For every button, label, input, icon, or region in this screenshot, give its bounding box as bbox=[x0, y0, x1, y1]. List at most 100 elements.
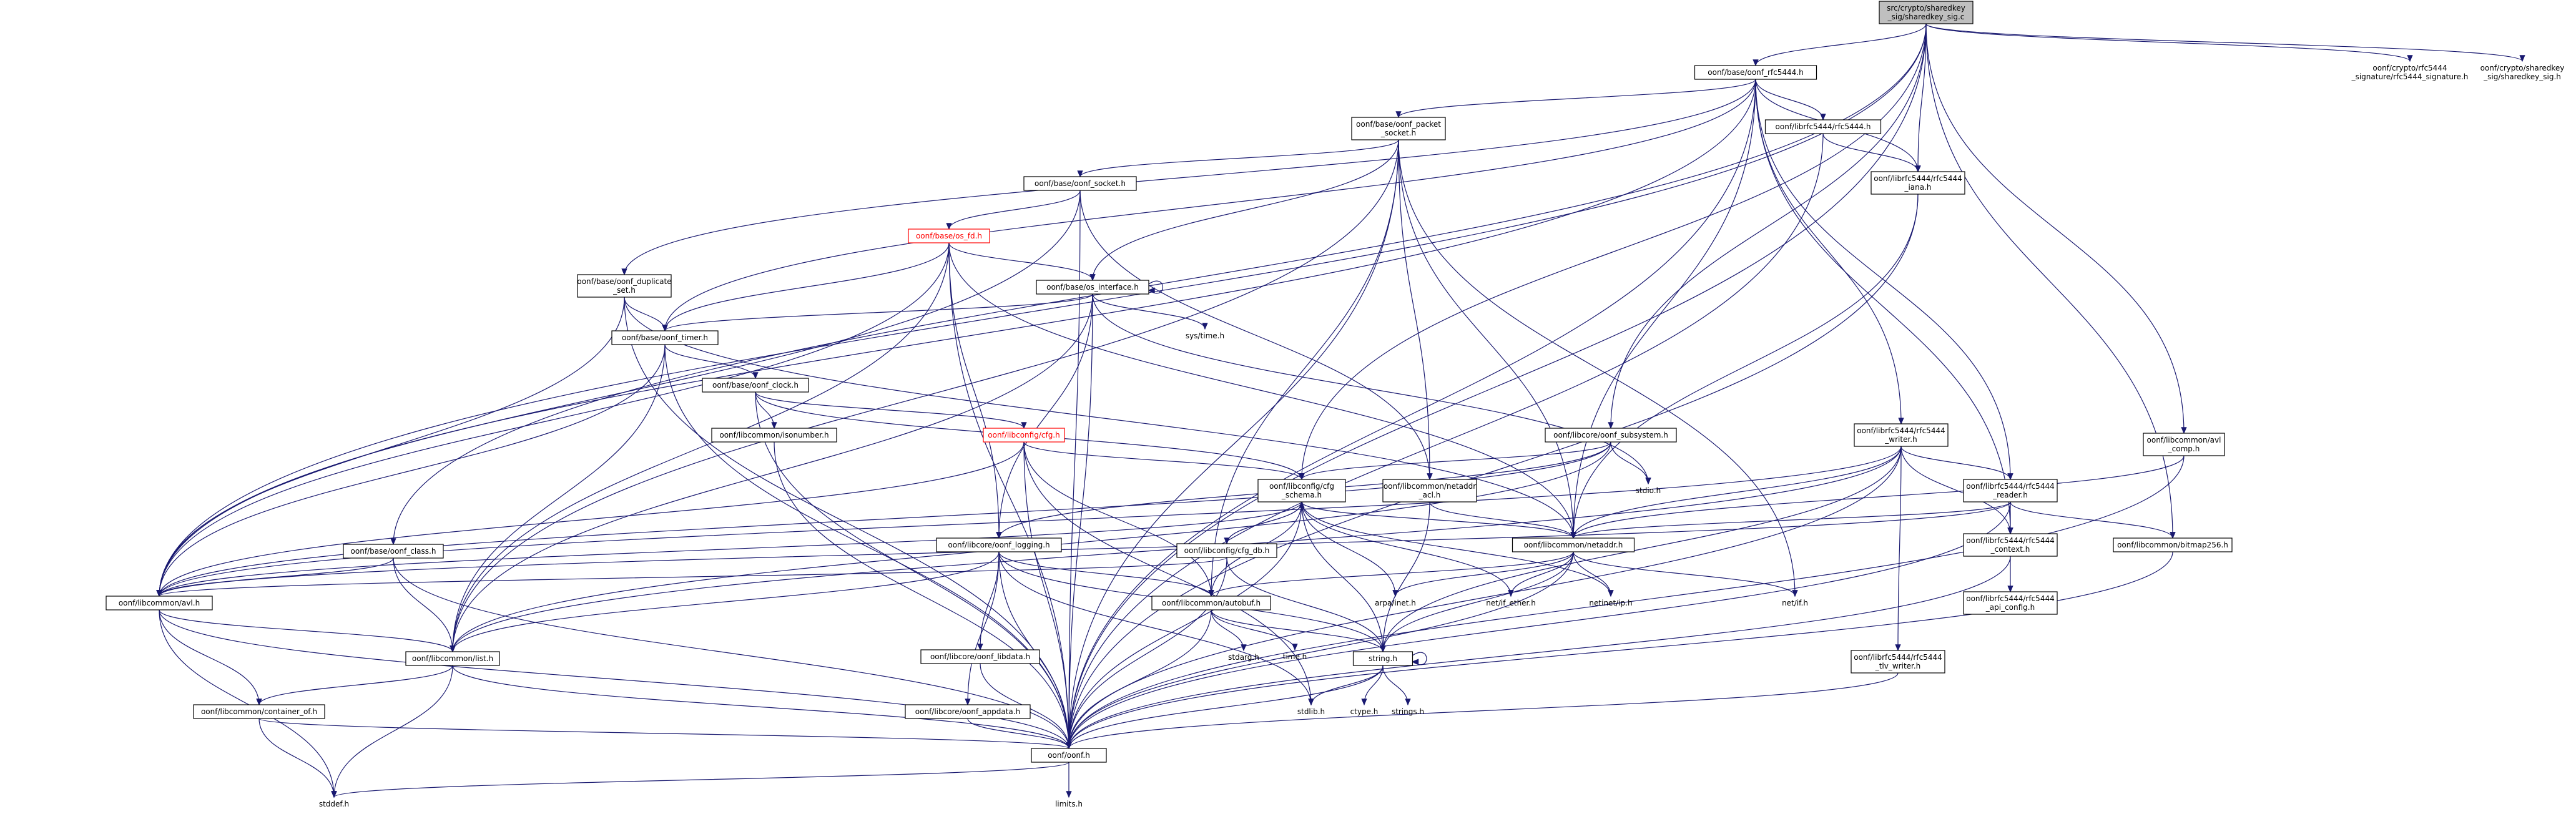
node-box bbox=[2143, 433, 2225, 456]
edge-root-to-sharedkeysig-arrowhead bbox=[2519, 55, 2525, 62]
node-label: _acl.h bbox=[1418, 491, 1441, 499]
edge-netaddracl-to-netaddr-arrowhead bbox=[1570, 532, 1576, 539]
edge-writer-to-reader-arrowhead bbox=[2007, 473, 2013, 481]
node-tlvwriter[interactable]: oonf/librfc5444/rfc5444_tlv_writer.h bbox=[1851, 650, 1945, 674]
edge-timer-to-clock bbox=[664, 344, 756, 379]
node-arpainet: arpa/inet.h bbox=[1375, 599, 1416, 607]
edge-netaddracl-to-string bbox=[1382, 501, 1430, 652]
node-timer[interactable]: oonf/base/oonf_timer.h bbox=[611, 330, 719, 345]
node-socket[interactable]: oonf/base/oonf_socket.h bbox=[1023, 176, 1137, 191]
node-box bbox=[983, 428, 1065, 443]
edge-cfgdb-to-cfgschema bbox=[1226, 501, 1302, 544]
edge-rfc5444h-to-iana-arrowhead bbox=[1915, 165, 1921, 173]
node-avl[interactable]: oonf/libcommon/avl.h bbox=[106, 596, 213, 610]
node-rfc5444sig: oonf/crypto/rfc5444_signature/rfc5444_si… bbox=[2351, 64, 2469, 81]
node-avlcomp[interactable]: oonf/libcommon/avl_comp.h bbox=[2143, 433, 2225, 456]
edge-rfc5444-to-timer bbox=[664, 79, 1756, 331]
node-netaddracl[interactable]: oonf/libcommon/netaddr_acl.h bbox=[1382, 479, 1477, 503]
edge-appdata-to-oonf bbox=[967, 718, 1069, 749]
node-box bbox=[908, 228, 990, 243]
node-box bbox=[1963, 533, 2058, 557]
node-class[interactable]: oonf/base/oonf_class.h bbox=[343, 544, 444, 559]
node-label: oonf/base/oonf_class.h bbox=[351, 547, 436, 556]
node-root[interactable]: src/crypto/sharedkey_sig/sharedkey_sig.c bbox=[1879, 1, 1974, 24]
node-osfd[interactable]: oonf/base/os_fd.h bbox=[908, 228, 990, 243]
node-box bbox=[920, 649, 1040, 664]
node-box bbox=[1963, 479, 2058, 503]
node-libdata[interactable]: oonf/libcore/oonf_libdata.h bbox=[920, 649, 1040, 664]
node-box bbox=[2113, 537, 2233, 552]
node-stdlib: stdlib.h bbox=[1297, 707, 1325, 716]
node-label: oonf/base/os_fd.h bbox=[916, 232, 982, 240]
node-cfg[interactable]: oonf/libconfig/cfg.h bbox=[983, 428, 1065, 443]
edge-socket-to-netaddracl bbox=[1079, 190, 1430, 480]
edge-logging-to-autobuf-arrowhead bbox=[1208, 590, 1214, 597]
edge-cfgdb-to-string bbox=[1226, 557, 1384, 652]
edge-socket-to-osfd-arrowhead bbox=[946, 223, 952, 230]
node-label: oonf/oonf.h bbox=[1048, 751, 1090, 760]
node-reader[interactable]: oonf/librfc5444/rfc5444_reader.h bbox=[1963, 479, 2058, 503]
node-label: time.h bbox=[1283, 652, 1307, 661]
node-label: _set.h bbox=[612, 286, 636, 295]
node-rfc5444[interactable]: oonf/base/oonf_rfc5444.h bbox=[1694, 65, 1817, 80]
edge-cfgschema-to-netinetip bbox=[1301, 501, 1611, 597]
node-subsystem[interactable]: oonf/libcore/oonf_subsystem.h bbox=[1545, 428, 1677, 443]
node-cfgdb[interactable]: oonf/libconfig/cfg_db.h bbox=[1176, 543, 1277, 558]
node-oonf[interactable]: oonf/oonf.h bbox=[1031, 748, 1107, 763]
edge-packetsocket-to-netaddracl bbox=[1398, 139, 1430, 480]
edge-root-to-avlcomp bbox=[1925, 23, 2185, 434]
edge-string-to-strings-arrowhead bbox=[1405, 699, 1411, 706]
edge-avlcomp-to-netaddr bbox=[1573, 455, 2185, 539]
edge-osfd-to-netaddr bbox=[948, 242, 1574, 539]
edge-rfc5444-to-rfc5444h bbox=[1755, 79, 1824, 120]
edge-cfgdb-to-avl bbox=[159, 557, 1227, 597]
edge-tlvwriter-to-oonf bbox=[1068, 672, 1899, 749]
node-logging[interactable]: oonf/libcore/oonf_logging.h bbox=[936, 537, 1062, 552]
node-rfc5444h[interactable]: oonf/librfc5444/rfc5444.h bbox=[1764, 119, 1882, 134]
edge-rfc5444h-to-iana bbox=[1822, 133, 1919, 172]
node-containerof[interactable]: oonf/libcommon/container_of.h bbox=[193, 704, 325, 719]
node-iana[interactable]: oonf/librfc5444/rfc5444_iana.h bbox=[1871, 171, 1965, 195]
edge-packetsocket-to-oonf bbox=[1068, 139, 1399, 749]
node-label: _sig/sharedkey_sig.c bbox=[1887, 12, 1965, 21]
node-clock[interactable]: oonf/base/oonf_clock.h bbox=[702, 378, 809, 393]
node-bitmap[interactable]: oonf/libcommon/bitmap256.h bbox=[2113, 537, 2233, 552]
node-autobuf[interactable]: oonf/libcommon/autobuf.h bbox=[1151, 596, 1271, 610]
edge-cfgschema-to-avl bbox=[159, 501, 1302, 597]
node-list[interactable]: oonf/libcommon/list.h bbox=[405, 651, 500, 666]
edge-cfgschema-to-oonf bbox=[1068, 501, 1302, 749]
node-dupset[interactable]: oonf/base/oonf_duplicate_set.h bbox=[577, 274, 672, 298]
edge-autobuf-to-string bbox=[1211, 609, 1384, 652]
edge-root-to-avlcomp-arrowhead bbox=[2181, 427, 2187, 434]
edge-netaddracl-to-netaddr bbox=[1429, 501, 1574, 539]
edge-avl-to-list bbox=[159, 609, 453, 652]
node-netaddr[interactable]: oonf/libcommon/netaddr.h bbox=[1512, 537, 1635, 552]
edge-class-to-avl bbox=[159, 557, 394, 597]
node-label: _writer.h bbox=[1884, 435, 1917, 444]
edge-subsystem-to-stdio bbox=[1610, 441, 1649, 484]
edge-isonumber-to-oonf bbox=[774, 441, 1069, 749]
node-writer[interactable]: oonf/librfc5444/rfc5444_writer.h bbox=[1854, 423, 1949, 447]
node-cfgschema[interactable]: oonf/libconfig/cfg_schema.h bbox=[1257, 479, 1346, 503]
edge-root-to-subsystem bbox=[1610, 23, 1927, 429]
node-label: oonf/libcommon/isonumber.h bbox=[719, 431, 828, 439]
node-label: oonf/libcommon/netaddr.h bbox=[1524, 541, 1623, 549]
node-apiconfig[interactable]: oonf/librfc5444/rfc5444_api_config.h bbox=[1963, 591, 2058, 615]
edge-reader-to-context-arrowhead bbox=[2007, 527, 2013, 535]
edge-avl-to-oonf bbox=[159, 609, 1069, 749]
node-packetsocket[interactable]: oonf/base/oonf_packet_socket.h bbox=[1351, 117, 1446, 140]
node-appdata[interactable]: oonf/libcore/oonf_appdata.h bbox=[905, 704, 1031, 719]
edge-cfgschema-to-string bbox=[1301, 501, 1384, 652]
edge-class-to-avl-arrowhead bbox=[156, 590, 162, 597]
edge-rfc5444-to-packetsocket bbox=[1398, 79, 1756, 118]
edge-logging-to-autobuf bbox=[998, 551, 1212, 597]
edge-subsystem-to-avl bbox=[159, 441, 1611, 597]
node-isonumber[interactable]: oonf/libcommon/isonumber.h bbox=[711, 428, 837, 443]
node-osiface[interactable]: oonf/base/os_interface.h bbox=[1036, 280, 1149, 295]
edge-autobuf-to-string-arrowhead bbox=[1380, 645, 1386, 653]
node-label: oonf/base/oonf_duplicate bbox=[577, 277, 671, 286]
edge-list-to-containerof bbox=[258, 665, 453, 705]
node-string[interactable]: string.h bbox=[1352, 651, 1413, 666]
node-context[interactable]: oonf/librfc5444/rfc5444_context.h bbox=[1963, 533, 2058, 557]
edge-rfc5444-to-packetsocket-arrowhead bbox=[1395, 111, 1402, 119]
